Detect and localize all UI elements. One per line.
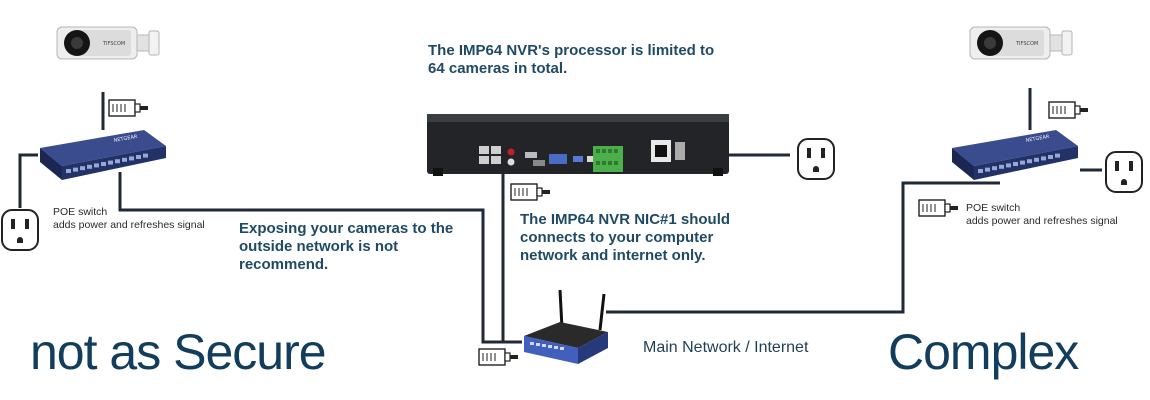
svg-text:NETGEAR: NETGEAR bbox=[1025, 134, 1050, 144]
power-outlet-icon bbox=[1, 209, 39, 251]
right-switch-subtitle: adds power and refreshes signal bbox=[966, 215, 1118, 227]
rj45-connector-icon bbox=[510, 183, 550, 201]
complex-headline: Complex bbox=[888, 324, 1079, 380]
svg-text:TIFSCOM: TIFSCOM bbox=[1015, 41, 1038, 47]
wire-left-switch-to-router bbox=[118, 172, 520, 344]
svg-text:TIFSCOM: TIFSCOM bbox=[102, 41, 125, 47]
right-switch-title: POE switch bbox=[966, 202, 1021, 214]
poe-switch-icon: NETGEAR bbox=[40, 130, 166, 180]
camera-icon: TIFSCOM bbox=[969, 26, 1073, 60]
nvr-recorder-icon bbox=[427, 114, 729, 176]
rj45-connector-icon bbox=[108, 99, 148, 117]
power-outlet-icon bbox=[1105, 151, 1143, 193]
poe-switch-icon: NETGEAR bbox=[952, 130, 1078, 180]
left-switch-subtitle: adds power and refreshes signal bbox=[53, 219, 205, 231]
power-outlet-icon bbox=[797, 138, 835, 180]
exposure-warning-note: Exposing your cameras to the outside net… bbox=[239, 220, 454, 273]
wire-left-switch-power bbox=[18, 153, 38, 208]
rj45-connector-icon bbox=[918, 199, 958, 217]
processor-limit-note: The IMP64 NVR's processor is limited to … bbox=[428, 42, 715, 77]
wire-router-to-right-switch bbox=[606, 181, 1000, 314]
rj45-connector-icon bbox=[478, 348, 518, 366]
nic-connection-note: The IMP64 NVR NIC#1 should connects to y… bbox=[520, 211, 731, 264]
wire-nvr-to-router bbox=[501, 160, 522, 344]
right-switch-caption: POE switch adds power and refreshes sign… bbox=[966, 202, 1146, 228]
left-switch-caption: POE switch adds power and refreshes sign… bbox=[53, 206, 233, 232]
router-label: Main Network / Internet bbox=[643, 339, 809, 356]
left-switch-title: POE switch bbox=[53, 206, 108, 218]
camera-icon: TIFSCOM bbox=[56, 26, 160, 60]
rj45-connector-icon bbox=[1048, 101, 1088, 119]
not-secure-headline: not as Secure bbox=[30, 324, 327, 380]
router-icon bbox=[524, 289, 608, 364]
svg-text:NETGEAR: NETGEAR bbox=[113, 134, 138, 144]
